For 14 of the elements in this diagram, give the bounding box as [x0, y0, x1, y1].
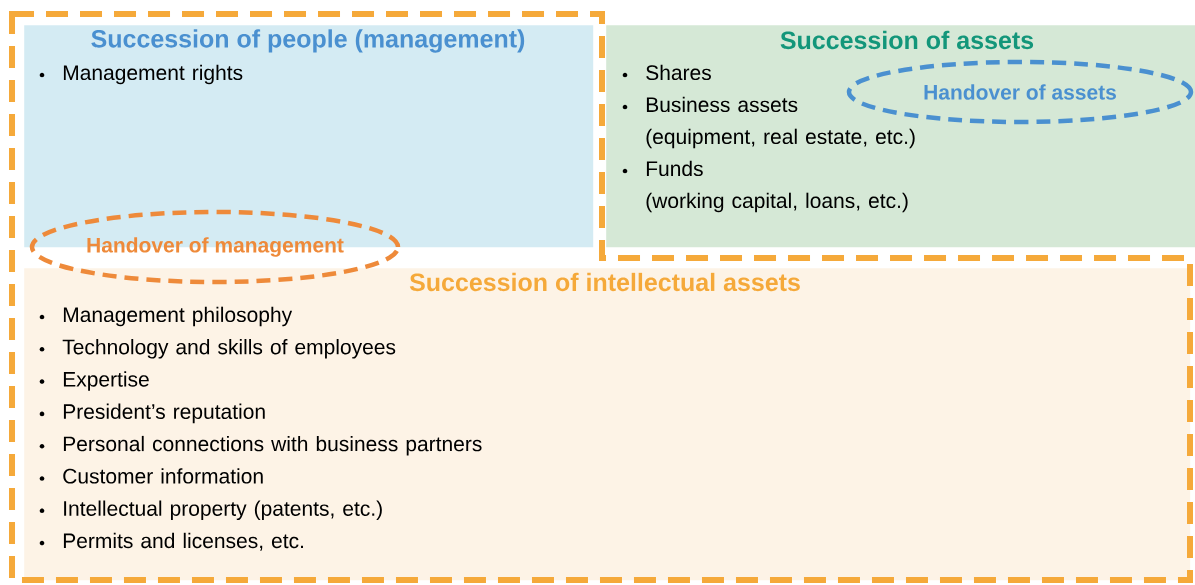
- list-item: Personal connections with business partners: [39, 435, 482, 456]
- list-item: Shares: [622, 64, 711, 81]
- list-item: Permits and licenses, etc.: [39, 532, 303, 551]
- list-item: Expertise: [39, 371, 149, 391]
- list-item: Intellectual property (patents, etc.): [39, 500, 382, 521]
- list-item: Funds (working capital, loans, etc.): [622, 160, 908, 213]
- box-heading: Succession of people (management): [91, 29, 525, 53]
- list-item: Management philosophy: [39, 306, 293, 327]
- list-item: Customer information: [39, 468, 263, 484]
- box-heading: Succession of intellectual assets: [409, 272, 800, 292]
- list-item: President’s reputation: [39, 403, 265, 424]
- list-item: Technology and skills of employees: [39, 339, 396, 359]
- box-heading: Succession of assets: [780, 30, 1034, 50]
- list-item: Management rights: [39, 64, 243, 85]
